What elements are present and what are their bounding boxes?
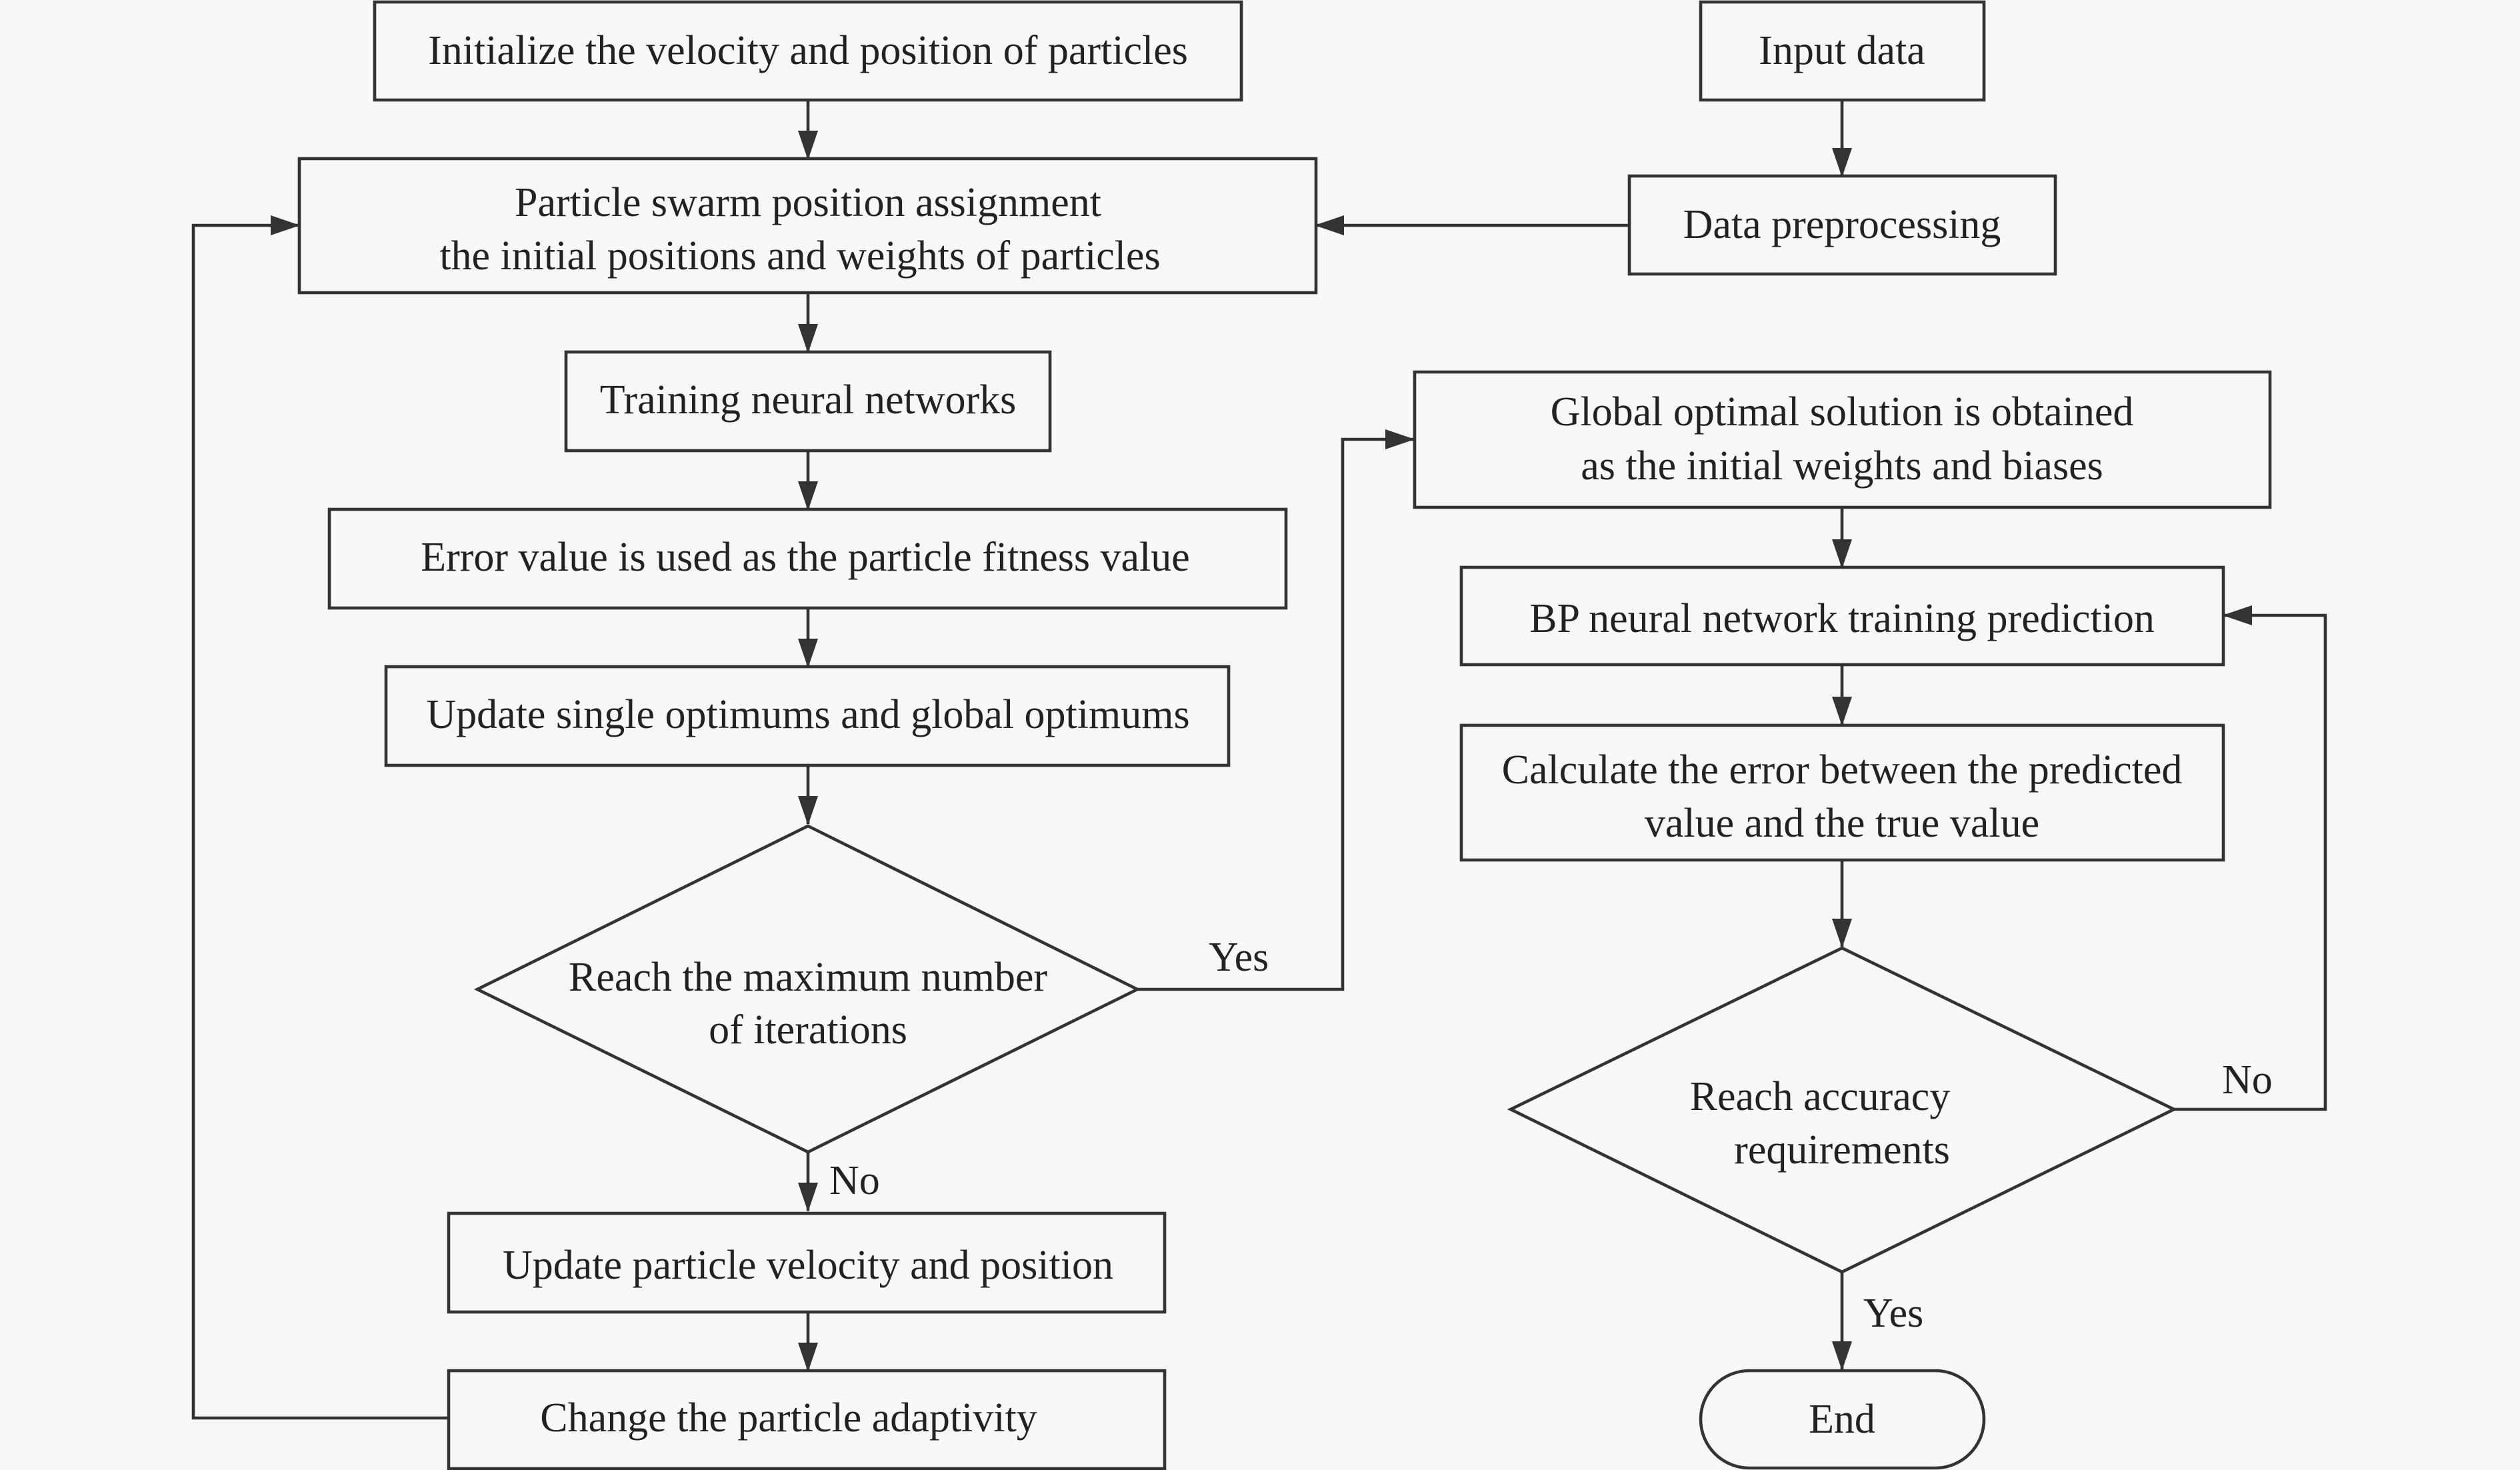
accuracy-label-line2: requirements — [1734, 1127, 1950, 1173]
preprocess-label: Data preprocessing — [1683, 202, 2001, 247]
end-label: End — [1809, 1397, 1875, 1442]
accuracy-label-line1: Reach accuracy — [1690, 1074, 1951, 1119]
edge-label-iter-yes: Yes — [1209, 935, 1269, 980]
input-box — [1699, 0, 1986, 102]
train-label: Training neural networks — [600, 377, 1017, 423]
node-global: Global optimal solution is obtained as t… — [1413, 370, 2272, 509]
node-accuracy: Reach accuracy requirements — [1507, 946, 2178, 1274]
calc-err-label-line2: value and the true value — [1645, 801, 2039, 846]
node-init: Initialize the velocity and position of … — [373, 0, 1243, 102]
accuracy-diamond — [1507, 946, 2178, 1274]
update-opt-box — [384, 665, 1231, 767]
fitness-box — [327, 507, 1288, 610]
global-label-line1: Global optimal solution is obtained — [1551, 389, 2134, 435]
node-adapt: Change the particle adaptivity — [447, 1369, 1167, 1470]
edge-label-iter-no: No — [829, 1158, 880, 1203]
node-train: Training neural networks — [564, 350, 1052, 453]
assign-label-line1: Particle swarm position assignment — [515, 180, 1101, 225]
global-label-line2: as the initial weights and biases — [1581, 443, 2103, 489]
edges — [191, 100, 2327, 1420]
fitness-label: Error value is used as the particle fitn… — [421, 535, 1189, 580]
update-opt-label: Update single optimums and global optimu… — [426, 692, 1189, 737]
max-iter-diamond — [473, 824, 1141, 1154]
max-iter-label-line2: of iterations — [709, 1007, 907, 1053]
update-vel-label: Update particle velocity and position — [503, 1243, 1113, 1288]
node-calc-err: Calculate the error between the predicte… — [1459, 723, 2225, 862]
node-preprocess: Data preprocessing — [1627, 174, 2057, 276]
calc-err-label-line1: Calculate the error between the predicte… — [1502, 747, 2183, 793]
node-max-iter: Reach the maximum number of iterations — [473, 824, 1141, 1154]
node-update-opt: Update single optimums and global optimu… — [384, 665, 1231, 767]
node-update-vel: Update particle velocity and position — [447, 1211, 1167, 1314]
node-fitness: Error value is used as the particle fitn… — [327, 507, 1288, 610]
node-end: End — [1699, 1369, 1986, 1470]
edge-adapt-loop-to-assign — [191, 215, 449, 1420]
edge-accuracy-no-to-bp-train — [2174, 605, 2327, 1111]
calc-err-box — [1459, 723, 2225, 862]
train-box — [564, 350, 1052, 453]
edge-label-acc-no: No — [2222, 1057, 2273, 1103]
bp-train-box — [1459, 565, 2225, 667]
edge-label-acc-yes: Yes — [1863, 1291, 1923, 1336]
end-terminator — [1699, 1369, 1986, 1470]
assign-label-line2: the initial positions and weights of par… — [439, 233, 1160, 279]
adapt-box — [447, 1369, 1167, 1470]
node-assign: Particle swarm position assignment the i… — [297, 157, 1318, 295]
node-input: Input data — [1699, 0, 1986, 102]
adapt-label: Change the particle adaptivity — [540, 1395, 1037, 1441]
preprocess-box — [1627, 174, 2057, 276]
init-label: Initialize the velocity and position of … — [428, 28, 1188, 73]
input-label: Input data — [1759, 28, 1925, 73]
node-bp-train: BP neural network training prediction — [1459, 565, 2225, 667]
edge-max-iter-yes-to-global — [1137, 429, 1415, 991]
global-box — [1413, 370, 2272, 509]
init-box — [373, 0, 1243, 102]
max-iter-label-line1: Reach the maximum number — [569, 955, 1047, 1000]
assign-box — [297, 157, 1318, 295]
update-vel-box — [447, 1211, 1167, 1314]
bp-train-label: BP neural network training prediction — [1529, 596, 2155, 641]
